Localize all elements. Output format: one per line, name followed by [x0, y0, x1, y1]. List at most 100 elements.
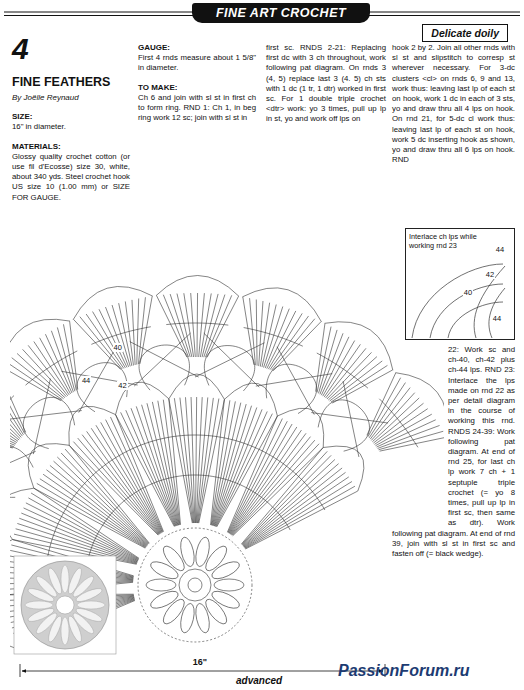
stitch-line [99, 309, 127, 367]
stitch-line [197, 397, 208, 523]
stitch-line [374, 409, 427, 445]
row-arc [101, 503, 122, 528]
row-arc [149, 476, 180, 485]
stitch-line [116, 415, 164, 532]
chain-loop [10, 411, 82, 420]
stitch-line [137, 298, 139, 364]
stitch-line [126, 410, 176, 526]
stitch-line [326, 348, 366, 398]
stitch-line [268, 313, 302, 369]
stitch-line [177, 294, 192, 357]
stitch-line [202, 294, 218, 357]
photo-petal [25, 601, 53, 609]
stitch-line [331, 365, 387, 402]
body-text: 16" in diameter. [12, 122, 130, 132]
stitch-line [245, 491, 357, 549]
stitch-line [244, 468, 343, 546]
chain-loop [311, 413, 388, 423]
stitch-line [320, 333, 343, 394]
body-text: hook 2 by 2. Join all other rnds with sl… [392, 43, 515, 165]
stitch-line [51, 331, 73, 392]
chain-loop [256, 374, 332, 386]
row-arc [317, 353, 368, 388]
stitch-line [213, 404, 246, 526]
flower-petal [214, 579, 244, 591]
subtitle-tab: Delicate doily [422, 24, 508, 42]
chain-count: 42 [485, 270, 495, 279]
stitch-line [57, 457, 148, 545]
stitch-line [106, 307, 129, 367]
row-arc [261, 450, 298, 475]
stitch-line [233, 448, 323, 536]
stitch-line [43, 474, 146, 546]
body-text: Ch 6 and join with sl st in first ch to … [138, 93, 256, 124]
stitch-line [319, 330, 338, 393]
flower-petal [146, 579, 176, 591]
photo-petal [61, 565, 69, 593]
stitch-line [169, 399, 192, 523]
photo-center [56, 596, 74, 614]
stitch-line [328, 357, 377, 400]
chain-loop [77, 363, 127, 412]
stitch-line [377, 420, 436, 447]
stitch-line [136, 406, 176, 525]
row-arc [180, 475, 213, 476]
section-heading: SIZE: [12, 112, 130, 122]
doily-photo [14, 556, 116, 654]
dimension-line [22, 671, 383, 672]
stitch-line [87, 431, 161, 533]
chain-count: 40 [113, 343, 123, 352]
scallop [395, 373, 444, 438]
stitch-line [169, 399, 181, 525]
stitch-line [132, 300, 135, 365]
stitch-line [230, 427, 297, 534]
stitch-line [24, 508, 138, 561]
stitch-line [231, 433, 306, 534]
stitch-line [316, 324, 325, 392]
stitch-line [184, 293, 194, 357]
stitch-line [191, 293, 196, 357]
chain-loop [10, 451, 36, 482]
body-text: first sc. RNDS 2-21: Replacing first dc … [266, 43, 386, 125]
stitch-line [380, 437, 444, 451]
stitch-line [10, 367, 61, 401]
stitch-line [10, 389, 21, 437]
stitch-line [369, 383, 405, 438]
stitch-line [54, 461, 148, 545]
row-arc [10, 396, 14, 444]
stitch-line [270, 316, 309, 370]
author: By Joëlle Reynaud [12, 93, 130, 103]
photo-petal [75, 586, 104, 604]
interlace-loop [474, 266, 505, 338]
row-arc [66, 474, 94, 508]
scallop [277, 408, 323, 447]
flower-petal [178, 536, 196, 568]
scallop [10, 540, 13, 595]
stitch-line [211, 399, 225, 525]
detail-box-text: Interlace ch lps while working rnd 23 [409, 232, 485, 250]
scallop [69, 406, 116, 445]
row-arc [88, 528, 100, 558]
row-arc [244, 328, 303, 347]
text-column: FINE FEATHERSBy Joëlle ReynaudSIZE:16" i… [12, 74, 130, 203]
scallop [156, 275, 239, 296]
stitch-line [245, 486, 355, 548]
chain-loop [139, 345, 189, 390]
stitch-line [140, 296, 152, 364]
stitch-line [216, 414, 272, 527]
flower-ring [188, 578, 202, 592]
row-arc [174, 435, 218, 437]
chain-count: 44 [492, 314, 502, 323]
stitch-line [191, 397, 195, 523]
photo-petal [77, 601, 105, 609]
chain-count: 44 [81, 376, 91, 385]
flower-petal [148, 588, 180, 612]
stitch-line [207, 296, 238, 357]
stitch-line [232, 440, 315, 535]
stitch-line [10, 362, 62, 400]
chain-loop [204, 333, 259, 387]
chain-loop [10, 447, 33, 498]
stitch-line [368, 378, 401, 437]
watermark: PassionForum.ru [338, 662, 470, 680]
stitch-line [241, 448, 323, 544]
